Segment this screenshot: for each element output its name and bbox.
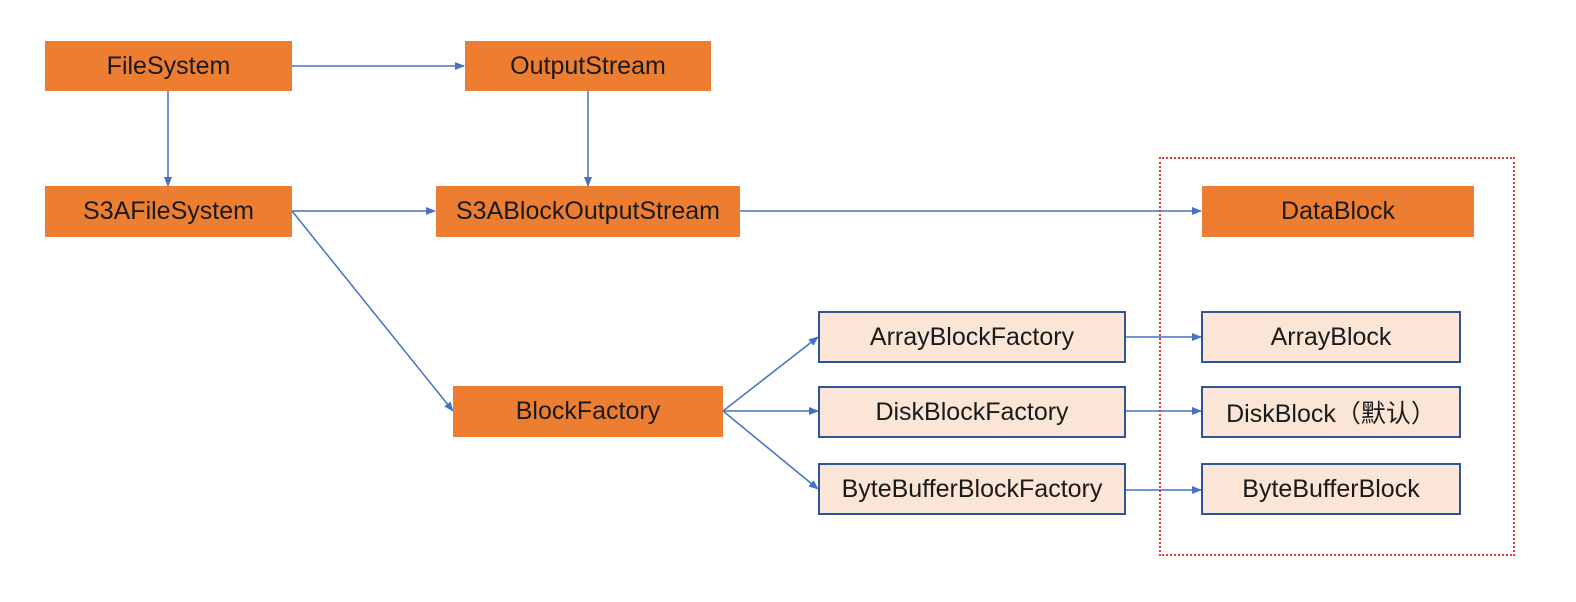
node-arrayblockfactory: ArrayBlockFactory [818, 311, 1126, 363]
arrow-blockfactory-to-bytebufferblockfactory [722, 410, 819, 490]
node-filesystem: FileSystem [45, 41, 292, 91]
node-diskblock: DiskBlock（默认） [1201, 386, 1461, 438]
node-bytebufferblockfactory: ByteBufferBlockFactory [818, 463, 1126, 515]
node-datablock: DataBlock [1202, 186, 1474, 237]
node-blockfactory: BlockFactory [453, 386, 723, 437]
datablock-group-highlight [1159, 157, 1515, 556]
node-s3afilesystem: S3AFileSystem [45, 186, 292, 237]
node-arrayblock: ArrayBlock [1201, 311, 1461, 363]
node-diskblockfactory: DiskBlockFactory [818, 386, 1126, 438]
arrow-blockfactory-to-arrayblockfactory [722, 336, 819, 412]
arrow-s3afilesystem-to-blockfactory [291, 210, 454, 412]
node-bytebufferblock: ByteBufferBlock [1201, 463, 1461, 515]
node-outputstream: OutputStream [465, 41, 711, 91]
node-s3ablockoutputstream: S3ABlockOutputStream [436, 186, 740, 237]
